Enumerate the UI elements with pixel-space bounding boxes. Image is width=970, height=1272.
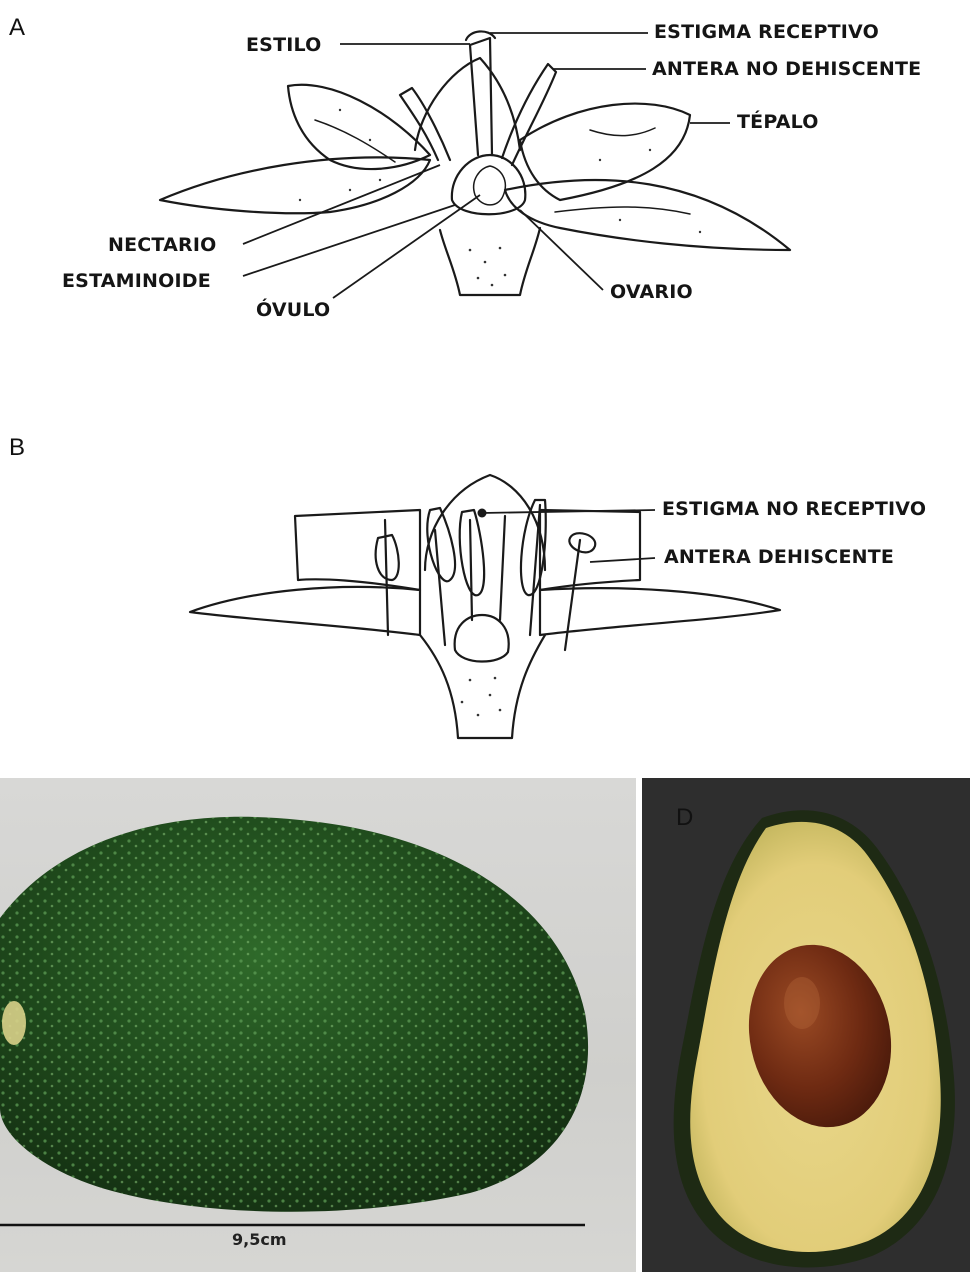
label-estigma-no-receptivo: ESTIGMA NO RECEPTIVO [662,498,926,520]
label-estilo: ESTILO [246,34,321,56]
label-antera-dehiscente: ANTERA DEHISCENTE [664,546,894,568]
panel-b-flower-diagram: B ESTIGMA NO REC [0,420,970,750]
panel-a-flower-diagram: A [0,0,970,400]
label-tepalo: TÉPALO [737,111,819,133]
panel-d-halved-avocado-photo: D [642,778,970,1272]
scale-bar-label: 9,5cm [232,1230,287,1249]
label-nectario: NECTARIO [108,234,216,256]
label-estaminoide: ESTAMINOIDE [62,270,211,292]
whole-avocado-illustration [0,778,636,1272]
panel-c-avocado-photo: 9,5cm [0,778,636,1272]
panel-letter-d: D [676,804,693,832]
label-ovulo: ÓVULO [256,299,330,321]
label-estigma-receptivo: ESTIGMA RECEPTIVO [654,21,879,43]
label-antera-no-dehiscente: ANTERA NO DEHISCENTE [652,58,921,80]
halved-avocado-illustration [642,778,970,1272]
label-ovario: OVARIO [610,281,693,303]
flower-drawing-b [0,420,970,750]
